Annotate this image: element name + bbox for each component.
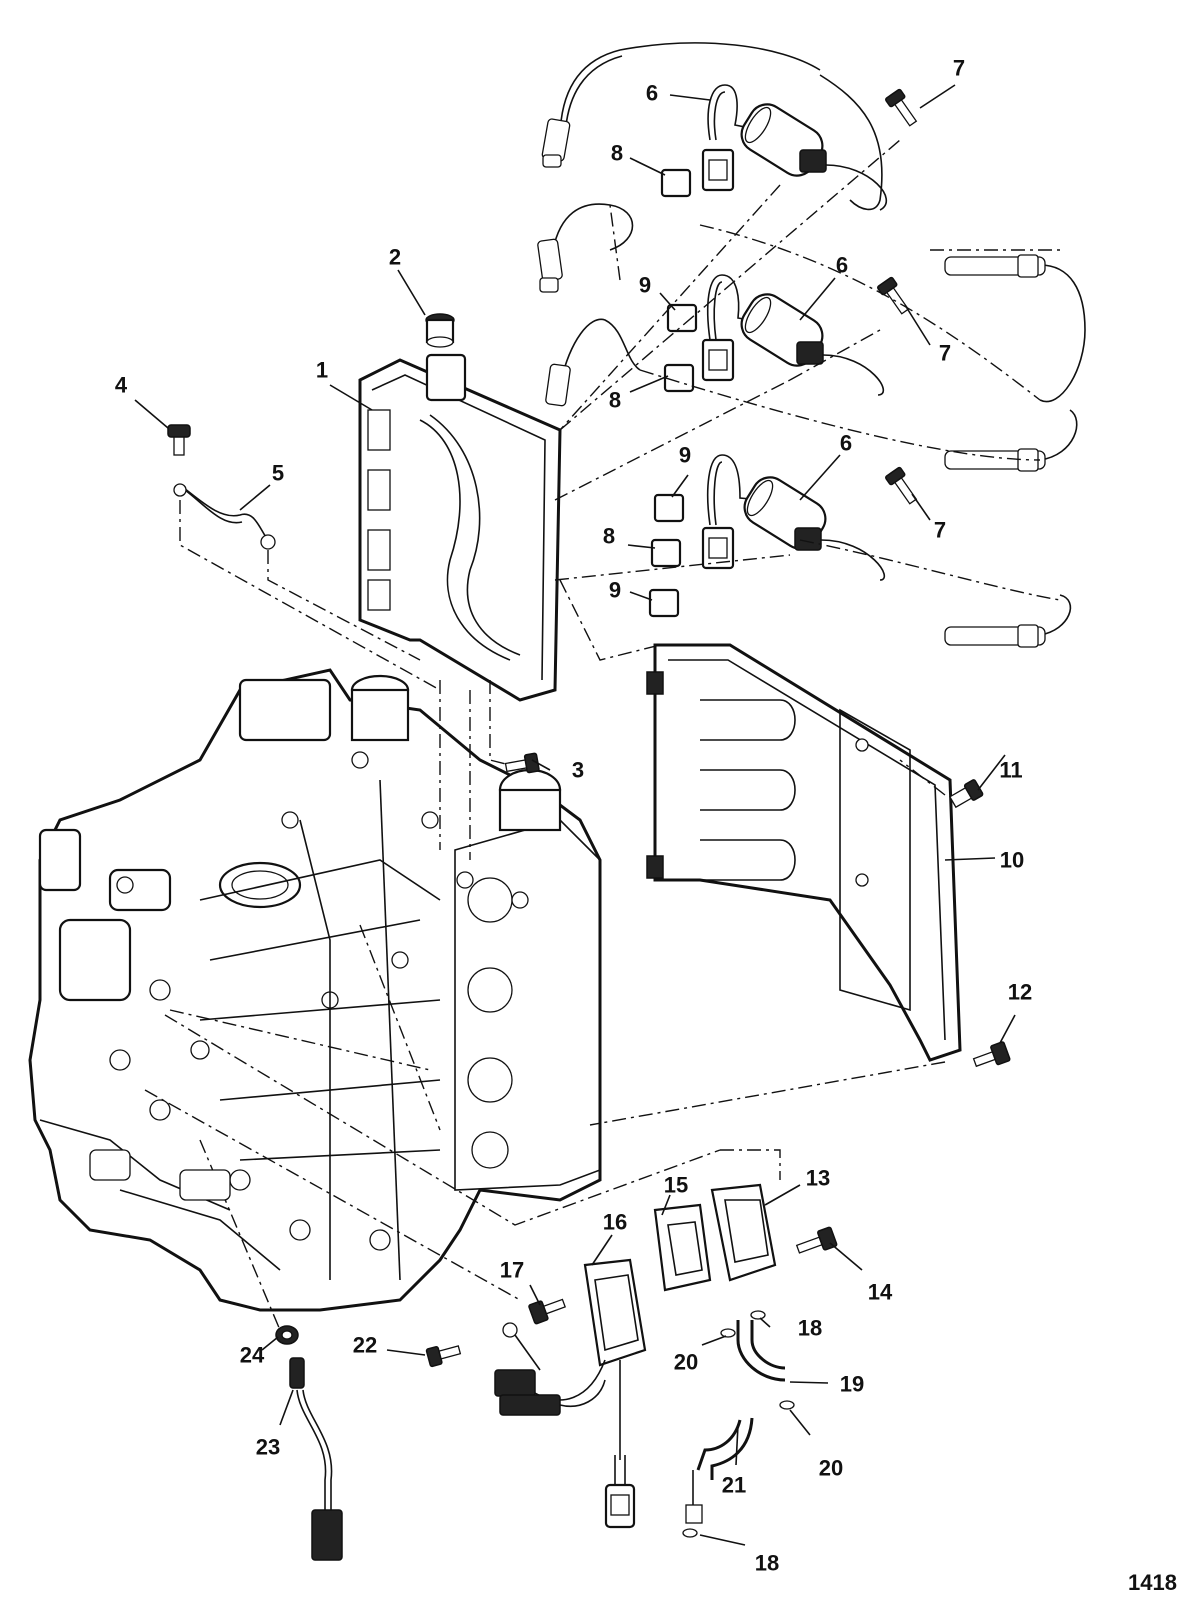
ignition-coil-3 [701, 454, 886, 581]
screw-22 [425, 1345, 462, 1368]
callout-6a: 6 [646, 81, 658, 106]
callout-22: 22 [353, 1333, 377, 1358]
ignition-coil-2 [701, 274, 885, 396]
callout-18a: 18 [798, 1316, 822, 1341]
screw-and-ground-wire [167, 424, 276, 550]
fasteners [504, 752, 1011, 1068]
callout-4: 4 [115, 373, 128, 398]
callout-9a: 9 [639, 273, 651, 298]
flywheel-cover [646, 643, 962, 1062]
callout-3: 3 [572, 758, 584, 783]
figure-number: 1418 [1128, 1570, 1177, 1595]
callout-23: 23 [256, 1435, 280, 1460]
callout-6b: 6 [836, 253, 848, 278]
coil-screws [877, 88, 918, 505]
callout-5: 5 [272, 461, 284, 486]
callout-14: 14 [868, 1280, 893, 1305]
callout-1: 1 [316, 358, 328, 383]
callout-18b: 18 [755, 1551, 779, 1576]
callout-12: 12 [1008, 980, 1032, 1005]
callout-24: 24 [240, 1343, 265, 1368]
callout-2: 2 [389, 245, 401, 270]
callout-19: 19 [840, 1372, 864, 1397]
voltage-regulator-assembly [494, 1183, 838, 1538]
callout-13: 13 [806, 1166, 830, 1191]
callout-11: 11 [999, 758, 1022, 783]
callout-17: 17 [500, 1258, 524, 1283]
mounting-plate [358, 313, 562, 702]
callout-7b: 7 [939, 341, 951, 366]
callout-20a: 20 [674, 1350, 698, 1375]
callout-9c: 9 [609, 578, 621, 603]
callout-8b: 8 [609, 388, 621, 413]
callout-10: 10 [1000, 848, 1024, 873]
callout-8a: 8 [611, 141, 623, 166]
callout-labels: 1 2 3 4 5 6 6 6 7 7 7 8 8 8 9 9 9 10 11 … [115, 56, 1032, 1576]
callout-9b: 9 [679, 443, 691, 468]
callout-15: 15 [664, 1173, 688, 1198]
callout-16: 16 [603, 1210, 627, 1235]
ignition-coil-assemblies [537, 42, 1086, 648]
callout-leaders [134, 84, 1016, 1546]
callout-7c: 7 [934, 518, 946, 543]
callout-20b: 20 [819, 1456, 843, 1481]
callout-21: 21 [722, 1473, 746, 1498]
callout-7a: 7 [953, 56, 965, 81]
callout-6c: 6 [840, 431, 852, 456]
callout-8c: 8 [603, 524, 615, 549]
temperature-sensor [275, 1325, 343, 1561]
connector-clips [648, 168, 698, 618]
ignition-coil-1 [701, 84, 887, 211]
engine-block [28, 668, 602, 1312]
grommet [425, 313, 455, 348]
